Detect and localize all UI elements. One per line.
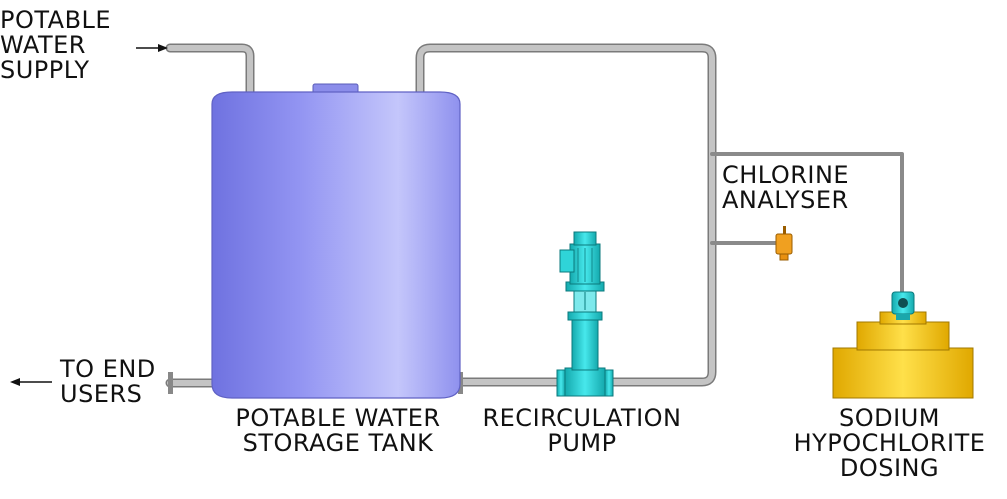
to-end-users-label: TO END USERS xyxy=(60,355,156,408)
storage-tank xyxy=(211,83,461,399)
dosing-line xyxy=(710,152,904,294)
chlorine-analyser xyxy=(775,226,793,261)
chlorine-analyser-label: CHLORINE ANALYSER xyxy=(722,161,850,214)
recirculation-pump-label: RECIRCULATION PUMP xyxy=(482,404,682,457)
supply-pipe xyxy=(165,43,255,97)
recirculation-pipe xyxy=(415,43,717,387)
outlet-flange xyxy=(168,372,173,394)
supply-arrow xyxy=(136,44,168,52)
end-users-arrow xyxy=(10,378,52,386)
dosing-unit xyxy=(832,291,974,399)
storage-tank-label: POTABLE WATER STORAGE TANK xyxy=(235,404,441,457)
recirculation-pump xyxy=(556,231,614,397)
sodium-hypochlorite-dosing-label: SODIUM HYPOCHLORITE DOSING xyxy=(793,404,986,482)
pipework xyxy=(165,43,904,388)
potable-water-supply-label: POTABLE WATER SUPPLY xyxy=(0,6,112,84)
